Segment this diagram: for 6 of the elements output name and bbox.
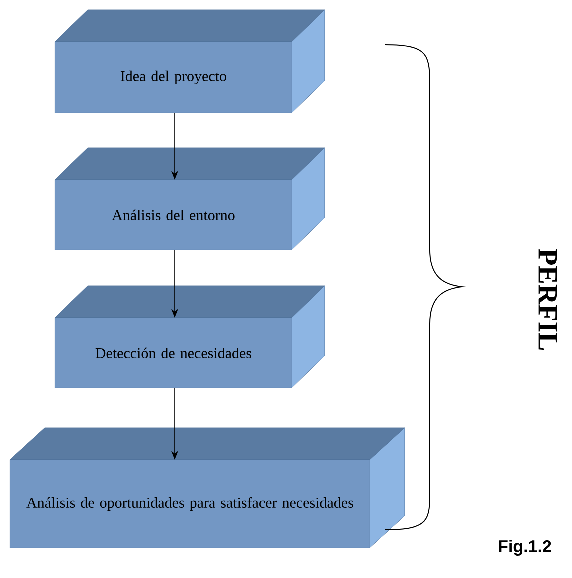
side-label: PERFIL <box>538 249 558 350</box>
block-box: Idea del proyecto <box>54 10 326 114</box>
figure-label: Fig.1.2 <box>499 540 552 556</box>
block-box: Análisis del entorno <box>54 148 326 250</box>
block-box: Detección de necesidades <box>54 286 326 388</box>
block-box: Análisis de oportunidades para satisfacer necesidades <box>10 428 406 548</box>
